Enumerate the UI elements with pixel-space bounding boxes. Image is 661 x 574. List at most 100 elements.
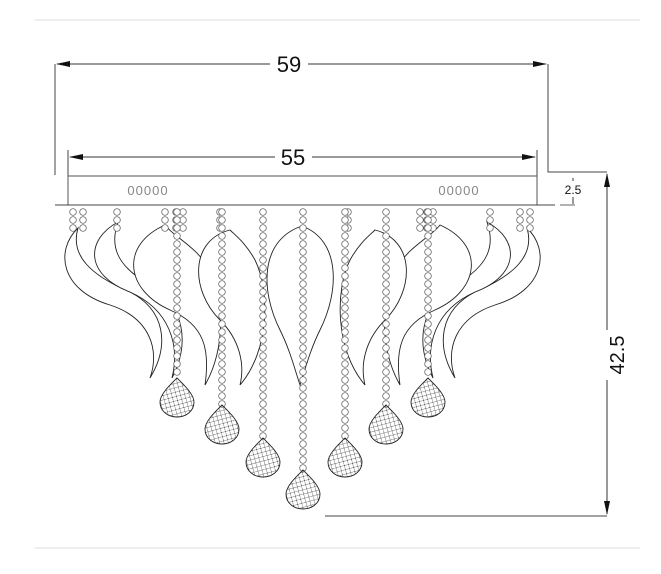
bead [341, 232, 349, 240]
bead [299, 304, 307, 312]
bead [299, 208, 307, 216]
bead [424, 312, 432, 320]
bead [299, 296, 307, 304]
bead [382, 264, 390, 272]
bead [424, 296, 432, 304]
bead [299, 264, 307, 272]
bead [424, 272, 432, 280]
bead [218, 216, 226, 224]
bead [173, 320, 181, 328]
bead [516, 224, 524, 232]
bead [382, 352, 390, 360]
canopy-width-dimension: 55 [67, 145, 538, 176]
bead [173, 208, 181, 216]
bead [424, 248, 432, 256]
bead [424, 344, 432, 352]
bead [424, 304, 432, 312]
bead [299, 408, 307, 416]
bead [173, 344, 181, 352]
bead [382, 248, 390, 256]
bead [259, 376, 267, 384]
bead [341, 424, 349, 432]
overall-width-dimension: 59 [54, 52, 607, 175]
bead [341, 336, 349, 344]
bead [173, 312, 181, 320]
bead [382, 296, 390, 304]
bead [382, 344, 390, 352]
bead [299, 352, 307, 360]
bead [341, 208, 349, 216]
bead [173, 248, 181, 256]
bead [299, 424, 307, 432]
bead [173, 288, 181, 296]
bead [173, 280, 181, 288]
crystal-drop [410, 377, 446, 418]
bead [341, 352, 349, 360]
bead [299, 400, 307, 408]
bead [382, 320, 390, 328]
bead [299, 392, 307, 400]
bead [259, 360, 267, 368]
bead [259, 296, 267, 304]
bead [259, 240, 267, 248]
bead [299, 224, 307, 232]
bead [341, 248, 349, 256]
chandelier-body [64, 221, 541, 387]
bead [259, 288, 267, 296]
bead [161, 208, 169, 216]
bead [218, 360, 226, 368]
bead [173, 240, 181, 248]
bead [218, 320, 226, 328]
bead [424, 352, 432, 360]
bead [299, 416, 307, 424]
bead [416, 208, 424, 216]
bead [341, 392, 349, 400]
bead [299, 368, 307, 376]
bead [341, 416, 349, 424]
bead [341, 328, 349, 336]
bead [382, 360, 390, 368]
bead [218, 328, 226, 336]
bead [341, 344, 349, 352]
bead [424, 320, 432, 328]
bead [424, 208, 432, 216]
bead [299, 232, 307, 240]
bead [424, 216, 432, 224]
bead [173, 264, 181, 272]
bead [218, 344, 226, 352]
bead [341, 296, 349, 304]
bead [79, 224, 87, 232]
bead [341, 312, 349, 320]
bead [424, 288, 432, 296]
bead [341, 224, 349, 232]
bead [424, 264, 432, 272]
bead [341, 272, 349, 280]
crystal-drop [368, 404, 404, 445]
bead [259, 208, 267, 216]
bead [382, 392, 390, 400]
bead [173, 368, 181, 376]
bead [79, 216, 87, 224]
bead [69, 224, 77, 232]
bead [382, 368, 390, 376]
bead [218, 336, 226, 344]
bead [79, 208, 87, 216]
bead [382, 328, 390, 336]
bead [218, 248, 226, 256]
bead [173, 224, 181, 232]
crystal-drop [245, 437, 281, 478]
bead [173, 360, 181, 368]
bead [259, 328, 267, 336]
bead [299, 384, 307, 392]
bead [382, 232, 390, 240]
overall-width-label: 59 [277, 52, 301, 77]
bead [218, 208, 226, 216]
bead [259, 256, 267, 264]
bead [218, 240, 226, 248]
leaf [339, 229, 407, 386]
bead [299, 216, 307, 224]
bead [218, 272, 226, 280]
bead [259, 352, 267, 360]
bead [113, 216, 121, 224]
bead [179, 216, 187, 224]
